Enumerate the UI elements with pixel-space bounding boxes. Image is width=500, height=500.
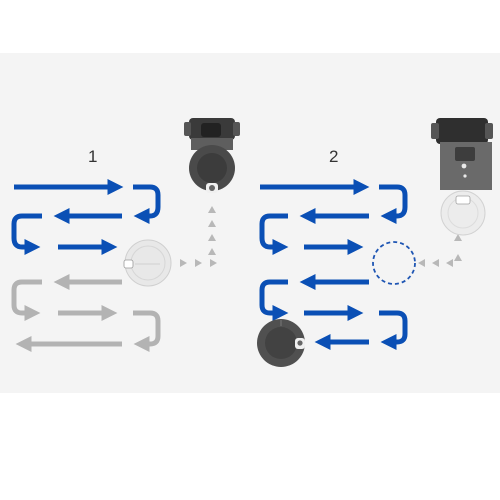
panel-2-active-path [259,178,408,351]
path-turn-left [259,279,289,322]
docking-station-icon [431,118,493,190]
path-turn-right [379,310,408,351]
path-turn-right [133,184,161,225]
return-to-job-arrows [418,234,462,267]
panel-2 [257,118,493,367]
robot-vacuum-icon [440,190,486,236]
resume-position-marker [372,241,416,285]
panel-1 [11,118,240,353]
path-turn-left [11,279,42,322]
robot-vacuum-icon [189,145,235,193]
docking-station-icon [184,118,240,150]
robot-vacuum-icon [123,239,172,287]
robot-vacuum-icon [257,319,305,367]
return-to-dock-arrows [180,206,217,267]
panel-2-number: 2 [329,147,339,166]
path-turn-right [379,184,408,225]
panel-1-pending-path [11,273,161,353]
path-turn-right [133,310,161,353]
diagram-background [0,53,500,393]
path-turn-left [11,213,42,256]
path-turn-left [259,213,289,256]
panel-1-number: 1 [88,147,98,166]
panel-1-active-path [11,178,161,256]
